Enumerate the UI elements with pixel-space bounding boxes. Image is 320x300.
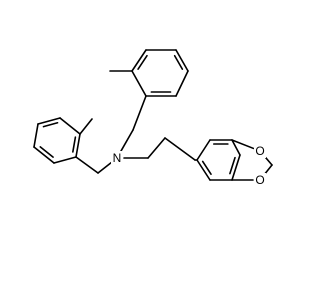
oxygen-label-upper: O	[255, 144, 264, 158]
dioxole-benzene-bond	[196, 139, 211, 161]
oxygen-atom-lower: O	[254, 173, 266, 187]
ethyl-bond	[147, 137, 166, 159]
lower-ring-bond	[37, 117, 61, 125]
lower-ring-bond	[53, 156, 77, 164]
dioxole-benzene-bond	[196, 159, 211, 181]
upper-ring-bond	[175, 70, 189, 97]
aromatic-inner-bond	[173, 54, 184, 70]
lower-ring-bond	[59, 117, 81, 135]
chemical-structure-diagram: N O O	[33, 49, 273, 187]
lower-ring-bond	[75, 133, 81, 158]
oxygen-atom-upper: O	[254, 144, 266, 158]
dioxole-benzene-bond	[231, 154, 241, 181]
upper-benzyl-ch2-bond	[132, 95, 147, 131]
aromatic-inner-bond	[201, 160, 212, 176]
upper-ring-bond	[175, 49, 189, 72]
lower-methyl-bond	[79, 118, 93, 135]
dioxole-o-bond	[231, 139, 255, 150]
aromatic-inner-bond	[229, 156, 236, 175]
ethyl-bond	[164, 137, 196, 161]
aromatic-inner-bond	[137, 54, 148, 70]
dioxole-benzene-bond	[231, 139, 241, 156]
nitrogen-label: N	[113, 151, 122, 165]
bond-layer	[33, 49, 273, 181]
nitrogen-atom: N	[111, 151, 123, 165]
upper-ring-bond	[131, 49, 147, 72]
lower-ring-bond	[33, 123, 39, 148]
aromatic-inner-bond	[72, 136, 77, 153]
n-upper-benzyl-bond	[119, 129, 134, 153]
lower-benzyl-ch2-bond	[75, 156, 99, 174]
methylenedioxy-bond	[263, 164, 273, 176]
upper-ring-bond	[131, 70, 147, 97]
aromatic-inner-bond	[39, 146, 54, 158]
lower-ring-bond	[33, 146, 55, 164]
oxygen-label-lower: O	[255, 173, 264, 187]
aromatic-inner-bond	[42, 121, 59, 128]
n-lower-benzyl-bond	[97, 161, 113, 174]
